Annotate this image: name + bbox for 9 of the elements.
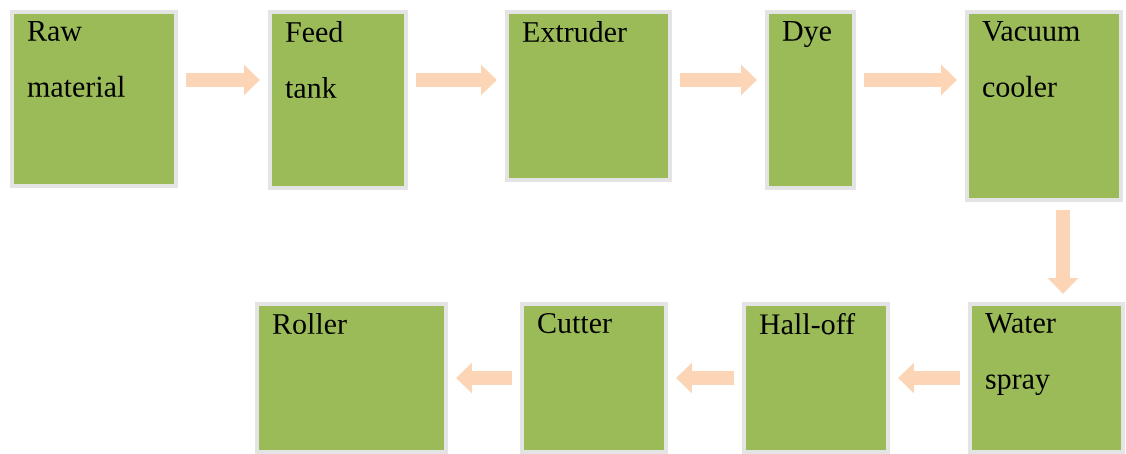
process-box: Raw material [10,10,178,188]
process-box: Extruder [505,10,672,182]
process-box: Water spray [968,302,1125,454]
process-box: Hall-off [742,302,890,454]
process-box: Roller [255,302,448,454]
process-box: Feed tank [268,10,408,190]
process-box: Vacuum cooler [965,10,1123,202]
process-box: Cutter [520,302,668,454]
process-box: Dye [765,10,856,190]
